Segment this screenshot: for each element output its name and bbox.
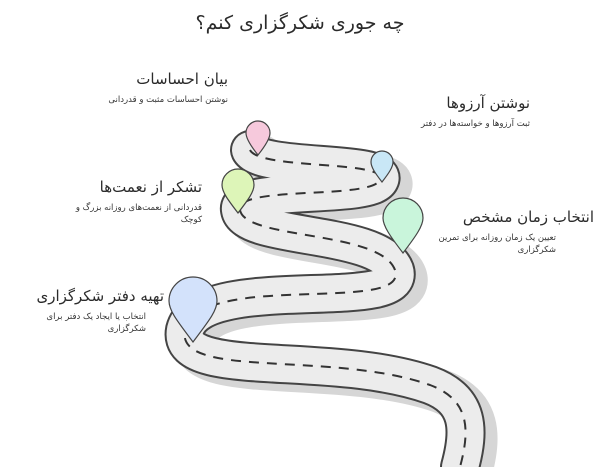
- pin-icon-writing-wishes: [370, 150, 394, 183]
- pin-icon-expressing-feelings: [245, 120, 271, 156]
- pin-icon-choosing-time: [382, 197, 424, 254]
- step-expressing-feelings: بیان احساسات نوشتن احساسات مثبت و قدردان…: [96, 70, 228, 106]
- pin-icon-thanking-blessings: [221, 168, 255, 214]
- step-choosing-time: انتخاب زمان مشخص تعیین یک زمان روزانه بر…: [432, 208, 594, 256]
- step-heading: تشکر از نعمت‌ها: [99, 178, 202, 196]
- step-description: تعیین یک زمان روزانه برای تمرین شکرگزاری: [438, 233, 556, 255]
- step-heading: بیان احساسات: [136, 70, 228, 88]
- step-heading: انتخاب زمان مشخص: [462, 208, 594, 226]
- step-description: قدردانی از نعمت‌های روزانه بزرگ و کوچک: [75, 203, 202, 225]
- pin-icon-preparing-journal: [168, 276, 218, 343]
- step-description: انتخاب یا ایجاد یک دفتر برای شکرگزاری: [46, 312, 146, 334]
- diagram-title: چه جوری شکرگزاری کنم؟: [195, 12, 405, 34]
- step-writing-wishes: نوشتن آرزوها ثبت آرزوها و خواسته‌ها در د…: [405, 94, 530, 130]
- step-thanking-blessings: تشکر از نعمت‌ها قدردانی از نعمت‌های روزا…: [60, 178, 202, 226]
- step-heading: نوشتن آرزوها: [446, 94, 530, 112]
- step-description: ثبت آرزوها و خواسته‌ها در دفتر: [421, 119, 530, 129]
- step-preparing-journal: تهیه دفتر شکرگزاری انتخاب یا ایجاد یک دف…: [12, 287, 164, 335]
- step-description: نوشتن احساسات مثبت و قدردانی: [108, 95, 228, 105]
- step-heading: تهیه دفتر شکرگزاری: [36, 287, 164, 305]
